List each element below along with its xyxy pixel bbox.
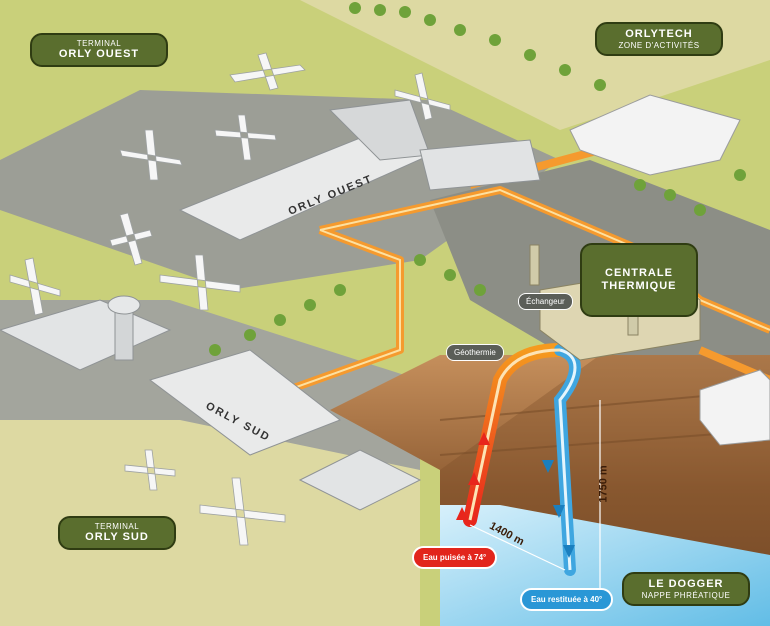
terminal-orly-ouest-label: TERMINAL ORLY OUEST [30, 33, 168, 67]
sand-field-top [0, 0, 770, 130]
orlytech-name-text: ORLYTECH [625, 28, 693, 40]
echangeur-tag: Échangeur [518, 293, 573, 310]
hot-well-core [468, 348, 561, 521]
terminal-orly-sud-label: TERMINAL ORLY SUD [58, 516, 176, 550]
trees [209, 2, 746, 356]
centrale-chimney [529, 244, 540, 286]
centrale-text: CENTRALE THERMIQUE [601, 267, 677, 293]
geothermie-tag: Géothermie [446, 344, 504, 361]
orly-sud-terminal [148, 349, 342, 456]
orlytech-label: ORLYTECH ZONE D'ACTIVITÉS [595, 22, 723, 56]
eau-restituee-pill: Eau restituée à 40° [520, 588, 614, 611]
cold-well-core [558, 348, 577, 571]
depth-label: 1750 m [597, 465, 610, 503]
terminal-ouest-top-text: TERMINAL [76, 39, 122, 48]
orlytech-sub-text: ZONE D'ACTIVITÉS [618, 40, 700, 50]
eau-puisee-pill: Eau puisée à 74° [412, 546, 498, 569]
sand-field-bottom [0, 420, 420, 626]
terminal-sud-name-text: ORLY SUD [85, 531, 149, 544]
distance-line [469, 524, 566, 571]
airplanes [9, 52, 451, 546]
terminal-sud-top-text: TERMINAL [94, 522, 140, 531]
dogger-sub-text: NAPPE PHRÉATIQUE [641, 590, 731, 600]
terminal-ouest-name-text: ORLY OUEST [58, 48, 140, 61]
control-tower-top [107, 295, 141, 315]
dogger-name-text: LE DOGGER [648, 578, 724, 590]
dogger-label: LE DOGGER NAPPE PHRÉATIQUE [622, 572, 750, 606]
orly-ouest-east-building [419, 139, 541, 191]
orly-sud-south-pier [298, 449, 422, 511]
down-arrows [542, 460, 575, 558]
centrale-thermique-label: CENTRALE THERMIQUE [580, 243, 698, 318]
up-arrows [456, 432, 490, 520]
orlytech-buildings [569, 94, 741, 176]
east-buildings [699, 369, 770, 446]
